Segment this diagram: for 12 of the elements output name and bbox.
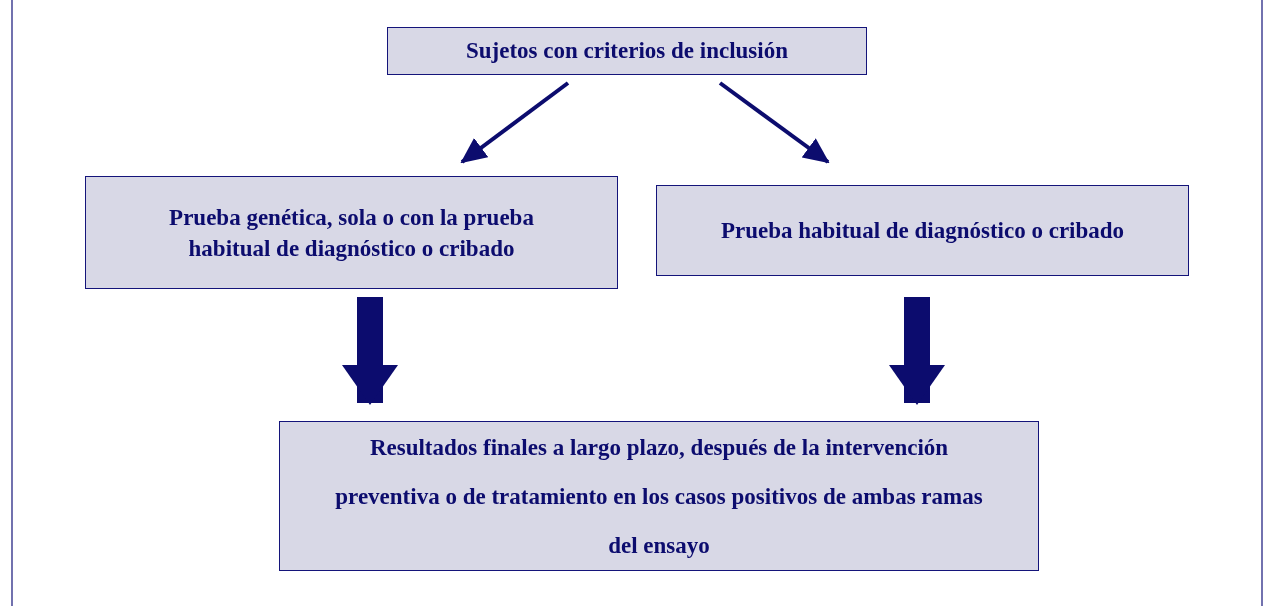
arrow bbox=[718, 81, 830, 164]
box-text: Prueba genética, sola o con la prueba habitual de diagnóstico o cribado bbox=[168, 203, 535, 263]
process-box bbox=[387, 27, 867, 75]
box-text: Sujetos con criterios de inclusión bbox=[466, 37, 788, 65]
process-box bbox=[85, 176, 618, 289]
block-arrow bbox=[342, 297, 398, 405]
arrow bbox=[460, 81, 570, 164]
block-arrow bbox=[889, 297, 945, 405]
box-text: Prueba habitual de diagnóstico o cribado bbox=[720, 217, 1125, 245]
box-text: Resultados finales a largo plazo, después de la intervención preventiva o de tratamiento en los casos positivos de ambas ramas del ensayo bbox=[334, 433, 984, 560]
process-box bbox=[279, 421, 1039, 571]
process-box bbox=[656, 185, 1189, 276]
